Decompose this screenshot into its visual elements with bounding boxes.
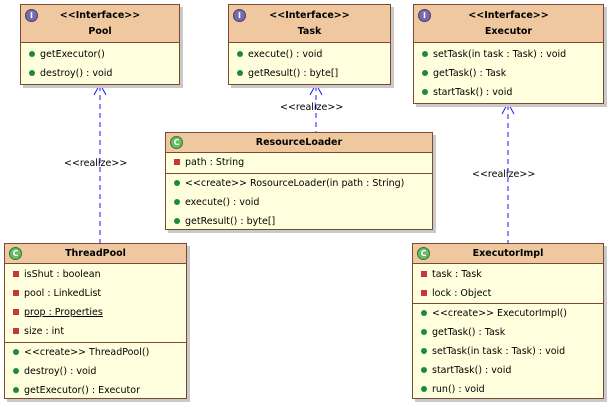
attribute-row[interactable]: size : int [5,322,186,341]
public-operation-icon [13,387,19,393]
operations-section: setTask(in task : Task) : void getTask()… [414,43,603,105]
private-attribute-icon [421,271,427,277]
public-operation-icon [422,70,428,76]
realize-label-resourceloader-task: <<realize>> [280,102,344,113]
class-name: ExecutorImpl [472,248,544,259]
private-attribute-icon [13,271,19,277]
interface-pool[interactable]: I <<Interface>> Pool getExecutor() destr… [20,4,180,85]
operation-row[interactable]: <<create>> ThreadPool() [5,343,186,362]
operation-row[interactable]: destroy() : void [21,64,179,83]
operations-section: <<create>> ExecutorImpl() getTask() : Ta… [413,303,603,399]
public-operation-icon [29,51,35,57]
public-operation-icon [421,329,427,335]
public-operation-icon [174,199,180,205]
operation-row[interactable]: getTask() : Task [414,64,603,83]
public-operation-icon [13,368,19,374]
operations-section: <<create>> RosourceLoader(in path : Stri… [166,173,432,232]
stereotype-label: <<Interface>> [269,10,350,21]
public-operation-icon [237,70,243,76]
operation-row[interactable]: getResult() : byte[] [229,64,390,83]
private-attribute-icon [421,290,427,296]
class-header: C ResourceLoader [166,133,432,153]
public-operation-icon [237,51,243,57]
private-attribute-icon [13,309,19,315]
attributes-section: path : String [166,153,432,173]
operation-row[interactable]: execute() : void [166,193,432,212]
interface-badge-icon: I [233,9,246,22]
attribute-row[interactable]: isShut : boolean [5,265,186,284]
class-name: ResourceLoader [255,137,343,148]
public-operation-icon [421,310,427,316]
public-operation-icon [421,367,427,373]
public-operation-icon [29,70,35,76]
operation-row[interactable]: <<create>> RosourceLoader(in path : Stri… [166,174,432,193]
class-header: C ExecutorImpl [413,244,603,264]
public-operation-icon [13,349,19,355]
operation-row[interactable]: startTask() : void [414,83,603,102]
class-header: I <<Interface>> Pool [21,5,179,43]
interface-task[interactable]: I <<Interface>> Task execute() : void ge… [228,4,391,85]
public-operation-icon [174,180,180,186]
stereotype-label: <<Interface>> [468,10,549,21]
operation-row[interactable]: execute() : void [229,45,390,64]
attribute-row[interactable]: pool : LinkedList [5,284,186,303]
operation-row[interactable]: setTask(in task : Task) : void [414,45,603,64]
class-header: I <<Interface>> Executor [414,5,603,43]
class-executorimpl[interactable]: C ExecutorImpl task : Task lock : Object… [412,243,604,399]
attribute-row[interactable]: prop : Properties [5,303,186,322]
class-name: Task [297,26,322,37]
class-name: ThreadPool [65,248,126,259]
operation-row[interactable]: getResult() : byte[] [166,212,432,231]
public-operation-icon [421,348,427,354]
operation-row[interactable]: run() : void [413,380,603,399]
private-attribute-icon [174,159,180,165]
operation-row[interactable]: getExecutor() [21,45,179,64]
class-badge-icon: C [9,247,22,260]
public-operation-icon [421,386,427,392]
attribute-row[interactable]: lock : Object [413,284,603,303]
private-attribute-icon [13,290,19,296]
attributes-section: task : Task lock : Object [413,264,603,303]
class-threadpool[interactable]: C ThreadPool isShut : boolean pool : Lin… [4,243,187,399]
operation-row[interactable]: <<create>> ExecutorImpl() [413,304,603,323]
operation-row[interactable]: getExecutor() : Executor [5,381,186,400]
class-resourceloader[interactable]: C ResourceLoader path : String <<create>… [165,132,433,230]
interface-badge-icon: I [25,9,38,22]
interface-badge-icon: I [418,9,431,22]
operation-row[interactable]: setTask(in task : Task) : void [413,342,603,361]
attribute-row[interactable]: task : Task [413,265,603,284]
operation-row[interactable]: destroy() : void [5,362,186,381]
stereotype-label: <<Interface>> [59,10,141,21]
class-badge-icon: C [170,136,183,149]
public-operation-icon [422,51,428,57]
realize-label-threadpool-pool: <<realize>> [64,158,128,169]
class-name: Pool [88,26,112,37]
class-name: Executor [484,26,533,37]
operation-row[interactable]: startTask() : void [413,361,603,380]
attributes-section: isShut : boolean pool : LinkedList prop … [5,264,186,342]
public-operation-icon [174,218,180,224]
attribute-row[interactable]: path : String [166,153,432,172]
class-badge-icon: C [417,247,430,260]
private-attribute-icon [13,328,19,334]
operation-row[interactable]: getTask() : Task [413,323,603,342]
class-header: I <<Interface>> Task [229,5,390,43]
operations-section: execute() : void getResult() : byte[] [229,43,390,86]
realize-label-executorimpl-executor: <<realize>> [472,169,536,180]
interface-executor[interactable]: I <<Interface>> Executor setTask(in task… [413,4,604,104]
class-header: C ThreadPool [5,244,186,264]
operations-section: getExecutor() destroy() : void [21,43,179,86]
public-operation-icon [422,89,428,95]
operations-section: <<create>> ThreadPool() destroy() : void… [5,342,186,401]
